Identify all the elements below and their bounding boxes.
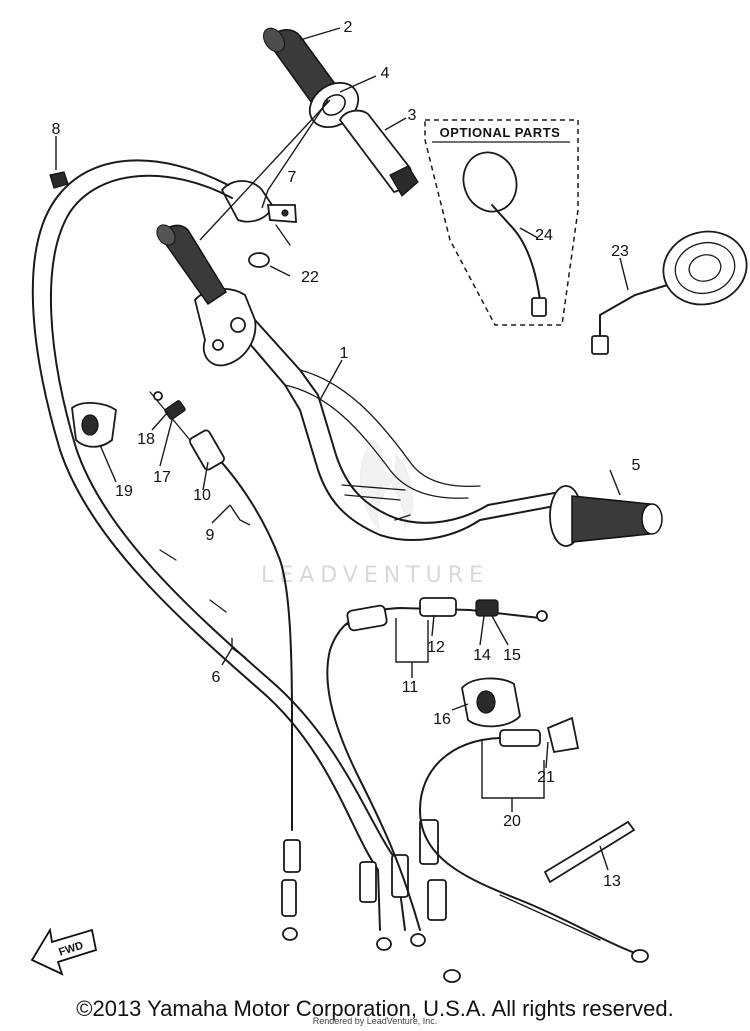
forward-arrow: FWD [30, 927, 98, 976]
brake-cable [419, 716, 649, 963]
rendered-by-note: Rendered by LeadVenture, Inc. [312, 1016, 438, 1026]
callout-labels: 2 4 3 8 7 22 1 5 24 23 18 17 19 10 9 6 1… [52, 19, 641, 890]
callout-17: 17 [153, 469, 171, 486]
adjuster-bolt [266, 204, 297, 246]
callout-22: 22 [301, 269, 319, 286]
optional-parts-box: OPTIONAL PARTS [424, 119, 579, 326]
callout-15: 15 [503, 647, 521, 664]
right-grip [549, 485, 663, 547]
throttle-cable [31, 159, 406, 931]
callout-18: 18 [137, 431, 155, 448]
callout-21: 21 [537, 769, 555, 786]
parts-diagram: LEADVENTURE [30, 19, 748, 983]
leader-lines [55, 27, 629, 871]
callout-12: 12 [427, 639, 445, 656]
callout-2: 2 [344, 19, 353, 36]
handlebar [237, 319, 561, 541]
throttle-tube [338, 109, 419, 197]
callout-5: 5 [632, 457, 641, 474]
callout-6: 6 [212, 669, 221, 686]
callout-10: 10 [193, 487, 211, 504]
callout-7: 7 [288, 169, 297, 186]
callout-3: 3 [408, 107, 417, 124]
cable-tie [543, 820, 636, 884]
callout-14: 14 [473, 647, 491, 664]
switch-block [461, 677, 521, 728]
left-switch-housing [194, 288, 257, 367]
washer [248, 252, 270, 268]
callout-9: 9 [206, 527, 215, 544]
callout-4: 4 [381, 65, 390, 82]
copyright-notice: ©2013 Yamaha Motor Corporation, U.S.A. A… [76, 996, 674, 1021]
left-grip [156, 224, 228, 306]
cable-holder [71, 402, 117, 448]
callout-19: 19 [115, 483, 133, 500]
callout-20: 20 [503, 813, 521, 830]
callout-11: 11 [402, 679, 419, 696]
optional-parts-title: OPTIONAL PARTS [440, 125, 561, 140]
callout-16: 16 [433, 711, 451, 728]
cap [49, 171, 69, 189]
cable-adjuster [149, 391, 191, 441]
mirror [591, 230, 748, 355]
throttle-grip [263, 27, 340, 108]
callout-23: 23 [611, 243, 629, 260]
choke-cable [189, 429, 301, 941]
callout-13: 13 [603, 873, 621, 890]
callout-1: 1 [340, 345, 349, 362]
callout-24: 24 [535, 227, 553, 244]
throttle-cable-ends [359, 854, 426, 951]
callout-8: 8 [52, 121, 61, 138]
watermark-text: LEADVENTURE [261, 563, 489, 588]
